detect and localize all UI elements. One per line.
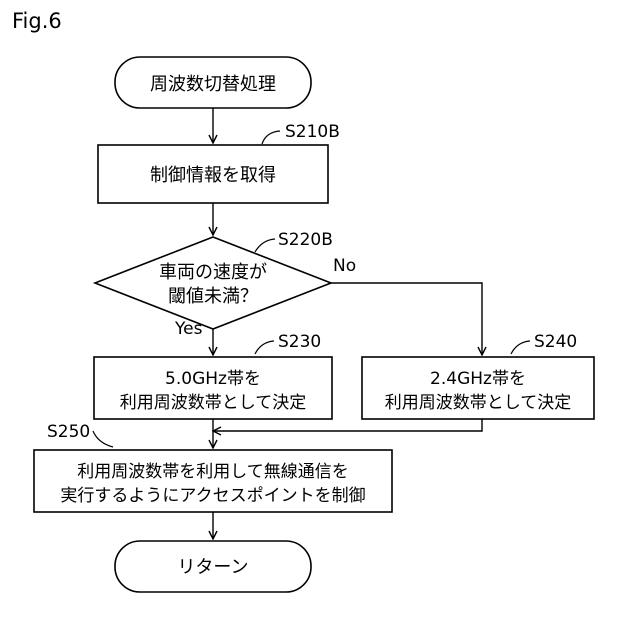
process-decide-5ghz-line-1: 5.0GHz帯を bbox=[165, 369, 261, 389]
connector-no-to-s240 bbox=[331, 283, 482, 355]
step-leader-s240 bbox=[511, 341, 530, 354]
step-leader-s210b bbox=[262, 131, 280, 144]
connector-s240-merge bbox=[213, 419, 482, 431]
start-terminal-text: 周波数切替処理 bbox=[150, 74, 276, 95]
step-leader-s230 bbox=[255, 341, 274, 354]
process-control-access-point-line-1: 利用周波数帯を利用して無線通信を bbox=[77, 462, 349, 482]
process-control-access-point-line-2: 実行するようにアクセスポイントを制御 bbox=[60, 486, 365, 506]
step-leader-s220b bbox=[255, 239, 275, 252]
branch-label-no: No bbox=[333, 256, 356, 276]
step-label-s240: S240 bbox=[534, 332, 577, 352]
process-decide-5ghz-line-2: 利用周波数帯として決定 bbox=[120, 393, 307, 413]
step-label-s210b: S210B bbox=[285, 122, 340, 142]
process-decide-2-4ghz-line-2: 利用周波数帯として決定 bbox=[385, 393, 572, 413]
step-label-s250: S250 bbox=[47, 422, 90, 442]
step-leader-s250 bbox=[93, 431, 113, 447]
branch-label-yes: Yes bbox=[174, 319, 203, 339]
step-label-s220b: S220B bbox=[278, 230, 333, 250]
process-get-control-info-text: 制御情報を取得 bbox=[150, 165, 276, 186]
decision-speed-below-threshold bbox=[95, 237, 331, 329]
step-label-s230: S230 bbox=[278, 332, 321, 352]
process-decide-2-4ghz-line-1: 2.4GHz帯を bbox=[430, 369, 526, 389]
decision-text-line-2: 閾値未満？ bbox=[168, 286, 258, 307]
decision-text-line-1: 車両の速度が bbox=[159, 262, 267, 283]
figure-label: Fig.6 bbox=[12, 9, 62, 33]
end-terminal-text: リターン bbox=[177, 557, 248, 578]
